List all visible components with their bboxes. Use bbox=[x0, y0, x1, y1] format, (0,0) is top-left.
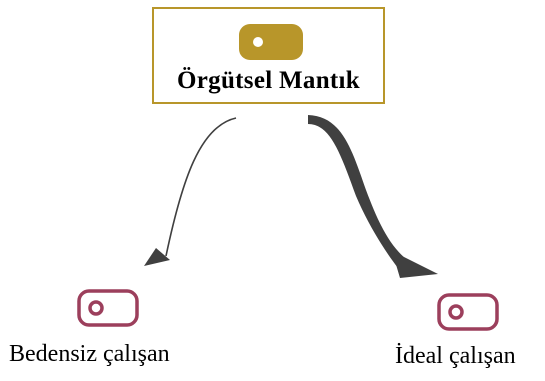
arrowhead-right bbox=[392, 251, 438, 278]
root-topic[interactable]: Örgütsel Mantık bbox=[152, 7, 385, 104]
connector-left bbox=[165, 117, 237, 257]
tag-icon bbox=[77, 289, 139, 327]
arrowhead-left bbox=[144, 248, 170, 266]
root-topic-label: Örgütsel Mantık bbox=[177, 67, 360, 94]
child-topic-label: Bedensiz çalışan bbox=[9, 341, 170, 367]
tag-icon bbox=[239, 24, 303, 60]
connector-right bbox=[308, 115, 410, 268]
child-topic-label: İdeal çalışan bbox=[395, 343, 516, 369]
tag-icon bbox=[437, 293, 499, 331]
